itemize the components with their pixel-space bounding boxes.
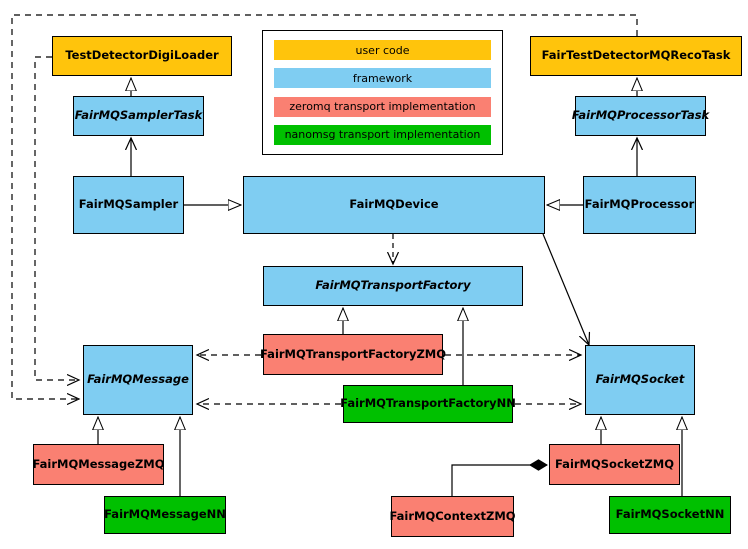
node-fairmqdevice[interactable]: FairMQDevice — [243, 176, 545, 234]
node-fairmqmessagenn[interactable]: FairMQMessageNN — [104, 496, 226, 534]
legend-item-user-code: user code — [274, 40, 491, 60]
node-fairmqsamplertask[interactable]: FairMQSamplerTask — [73, 96, 204, 136]
node-fairmqprocessor[interactable]: FairMQProcessor — [583, 176, 696, 234]
edge-contextzmq-to-socketzmq — [451, 465, 547, 496]
node-fairmqprocessortask[interactable]: FairMQProcessorTask — [572, 96, 709, 136]
legend: user code framework zeromq transport imp… — [262, 30, 503, 155]
node-fairmqmessage[interactable]: FairMQMessage — [83, 345, 193, 415]
node-fairtestdetectormqrecotask[interactable]: FairTestDetectorMQRecoTask — [530, 36, 742, 76]
node-fairmqsocketnn[interactable]: FairMQSocketNN — [609, 496, 731, 534]
legend-item-zeromq: zeromq transport implementation — [274, 96, 491, 117]
legend-item-framework: framework — [274, 68, 491, 89]
node-fairmqtransportfactoryzmq[interactable]: FairMQTransportFactoryZMQ — [260, 334, 446, 375]
edge-digiloader-to-message — [34, 56, 79, 380]
node-fairmqtransportfactorynn[interactable]: FairMQTransportFactoryNN — [340, 385, 516, 423]
node-testdetectordigiloader[interactable]: TestDetectorDigiLoader — [52, 36, 232, 76]
node-fairmqsocketzmq[interactable]: FairMQSocketZMQ — [549, 444, 680, 485]
node-fairmqcontextzmq[interactable]: FairMQContextZMQ — [389, 496, 516, 537]
node-fairmqmessagezmq[interactable]: FairMQMessageZMQ — [32, 444, 165, 485]
node-fairmqsocket[interactable]: FairMQSocket — [585, 345, 695, 415]
edge-recotask-to-message — [11, 14, 638, 399]
node-fairmqsampler[interactable]: FairMQSampler — [73, 176, 184, 234]
edge-device-to-socket — [542, 233, 589, 345]
node-fairmqtransportfactory[interactable]: FairMQTransportFactory — [263, 266, 523, 306]
legend-item-nanomsg: nanomsg transport implementation — [274, 124, 491, 145]
